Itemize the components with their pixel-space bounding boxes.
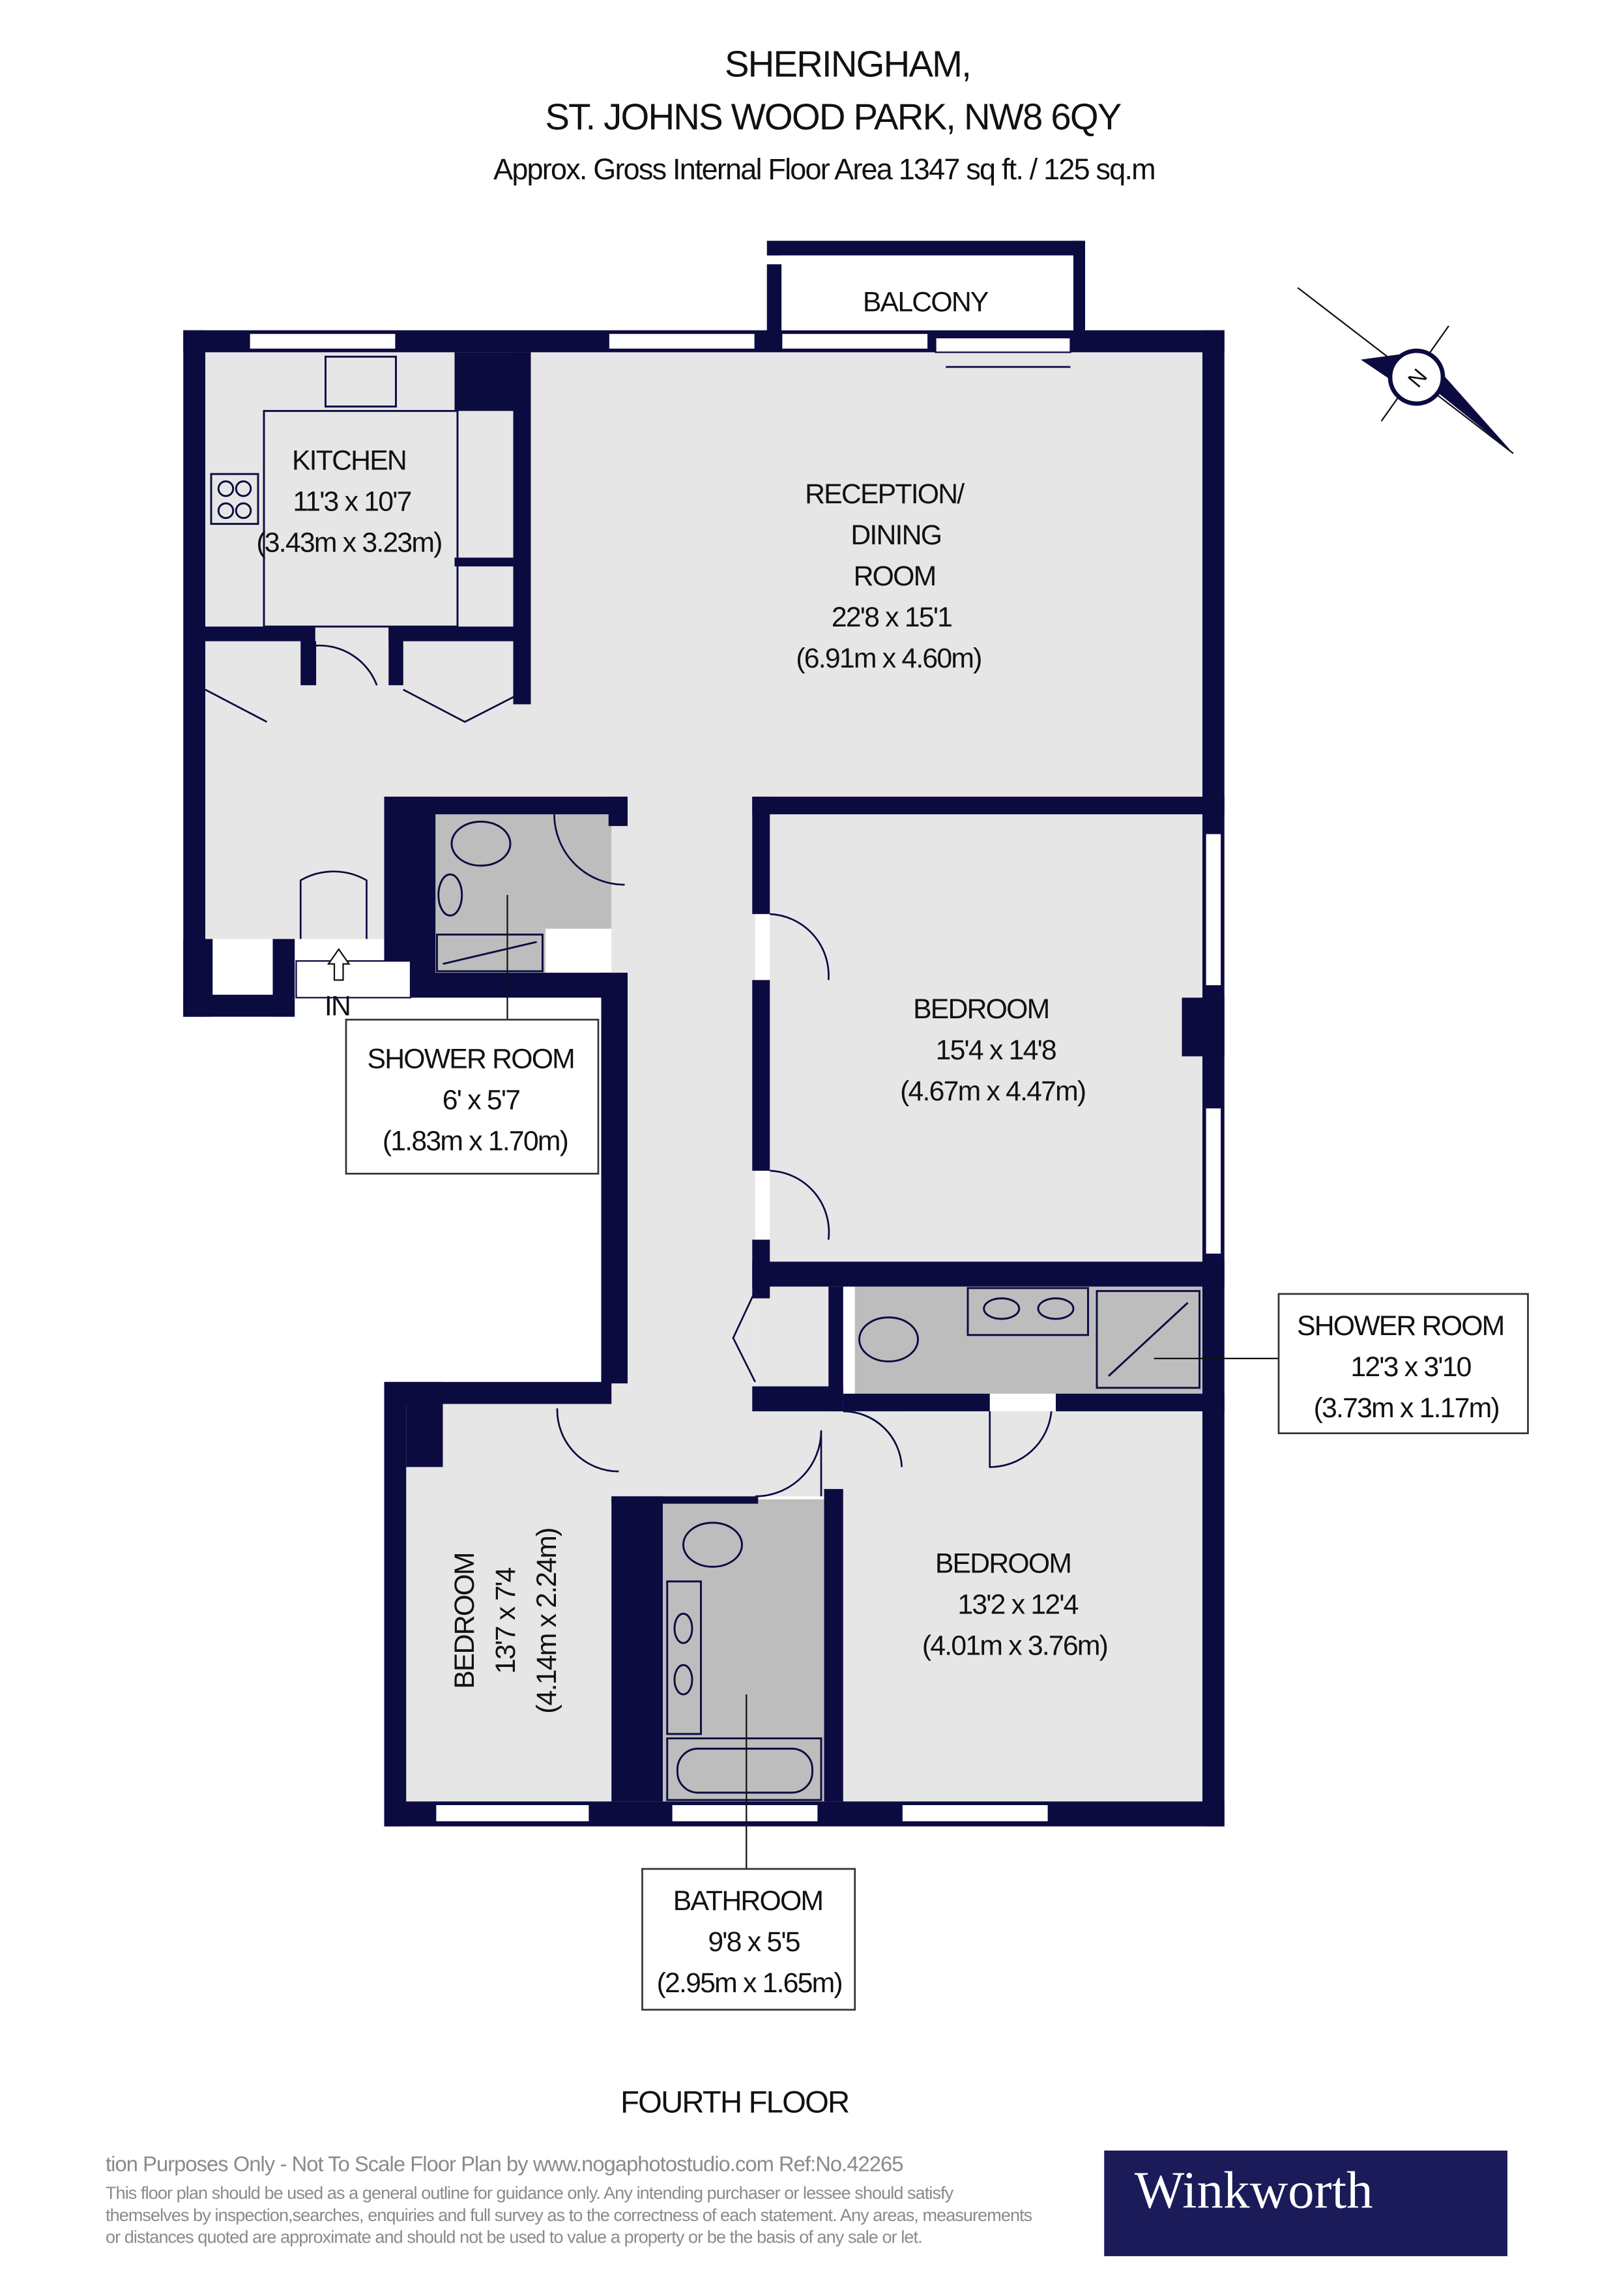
svg-text:11'3 x 10'7: 11'3 x 10'7 [293,486,411,517]
bathroom-label: BATHROOM 9'8 x 5'5 (2.95m x 1.65m) [641,1868,856,2011]
svg-text:(2.95m x 1.65m): (2.95m x 1.65m) [657,1967,842,1999]
bedroom-3-label: BEDROOM 13'2 x 12'4 (4.01m x 3.76m) [922,1548,1109,1661]
balcony-label: BALCONY [863,286,989,317]
svg-text:DINING: DINING [850,520,941,551]
svg-text:BEDROOM: BEDROOM [449,1553,480,1688]
svg-text:6' x 5'7: 6' x 5'7 [443,1084,519,1115]
svg-text:SHOWER ROOM: SHOWER ROOM [368,1043,574,1074]
winkworth-logo: Winkworth [1104,2150,1507,2256]
svg-text:ROOM: ROOM [854,561,936,592]
floor-label: FOURTH FLOOR [620,2085,849,2119]
bedroom-2-label: BEDROOM 13'7 x 7'4 (4.14m x 2.24m) [449,1529,562,1714]
svg-text:tion Purposes Only - Not To Sc: tion Purposes Only - Not To Scale Floor … [106,2151,903,2175]
svg-text:15'4 x 14'8: 15'4 x 14'8 [936,1035,1056,1066]
kitchen-label: KITCHEN 11'3 x 10'7 (3.43m x 3.23m) [256,445,443,558]
svg-text:(1.83m x 1.70m): (1.83m x 1.70m) [383,1125,568,1156]
shower-room-1-label: SHOWER ROOM 6' x 5'7 (1.83m x 1.70m) [345,1018,600,1175]
svg-text:13'7 x 7'4: 13'7 x 7'4 [490,1567,521,1673]
svg-text:13'2 x 12'4: 13'2 x 12'4 [957,1589,1078,1620]
svg-text:or distances quoted are approx: or distances quoted are approximate and … [106,2228,922,2247]
address-line-1: SHERINGHAM, [725,43,970,84]
svg-text:22'8 x 15'1: 22'8 x 15'1 [832,602,952,633]
svg-text:(4.67m x 4.47m): (4.67m x 4.47m) [900,1076,1085,1107]
svg-text:themselves by inspection,searc: themselves by inspection,searches, enqui… [106,2205,1032,2225]
svg-text:RECEPTION/: RECEPTION/ [805,478,965,510]
svg-text:(6.91m x 4.60m): (6.91m x 4.60m) [796,643,981,674]
svg-text:This floor plan should be used: This floor plan should be used as a gene… [106,2183,954,2203]
svg-text:BEDROOM: BEDROOM [935,1548,1071,1579]
svg-text:9'8 x 5'5: 9'8 x 5'5 [708,1926,799,1958]
floor-area: Approx. Gross Internal Floor Area 1347 s… [493,153,1155,186]
reception-label: RECEPTION/ DINING ROOM 22'8 x 15'1 (6.91… [796,478,982,674]
svg-text:(3.43m x 3.23m): (3.43m x 3.23m) [256,527,441,558]
svg-text:BATHROOM: BATHROOM [673,1885,822,1917]
svg-text:(4.14m x 2.24m): (4.14m x 2.24m) [531,1529,562,1714]
svg-text:(4.01m x 3.76m): (4.01m x 3.76m) [922,1630,1107,1661]
svg-text:(3.73m x 1.17m): (3.73m x 1.17m) [1314,1392,1499,1424]
entrance-label: IN [325,990,350,1022]
svg-text:12'3 x 3'10: 12'3 x 3'10 [1350,1351,1471,1383]
disclaimer: tion Purposes Only - Not To Scale Floor … [106,2151,1033,2247]
plan-drawing [183,241,1279,1869]
bedroom-1-label: BEDROOM 15'4 x 14'8 (4.67m x 4.47m) [900,993,1086,1107]
address-line-2: ST. JOHNS WOOD PARK, NW8 6QY [545,96,1121,137]
svg-text:Winkworth: Winkworth [1135,2161,1373,2220]
svg-text:BEDROOM: BEDROOM [913,993,1049,1025]
svg-text:KITCHEN: KITCHEN [292,445,406,476]
north-compass-icon: N [1297,287,1514,454]
entrance-arrow-icon [327,948,351,981]
svg-text:SHOWER ROOM: SHOWER ROOM [1297,1310,1504,1342]
shower-room-2-label: SHOWER ROOM 12'3 x 3'10 (3.73m x 1.17m) [1277,1293,1529,1434]
